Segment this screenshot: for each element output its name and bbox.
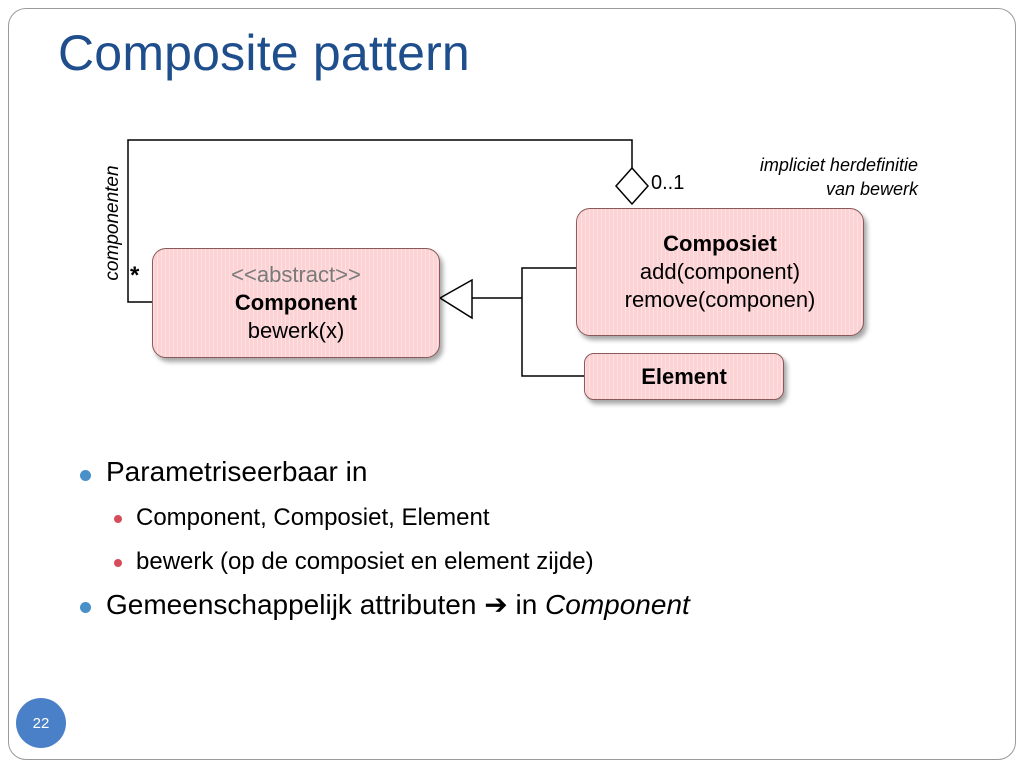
component-stereotype: <<abstract>>: [231, 262, 361, 287]
composiet-class-name: Composiet: [663, 231, 777, 256]
slide-frame: [8, 8, 1016, 760]
redefinition-note-line2: van bewerk: [825, 179, 918, 199]
composiet-class-box: Composiet add(component) remove(componen…: [576, 208, 864, 336]
generalization-composiet-line: [521, 267, 584, 377]
element-class-name: Element: [641, 363, 727, 389]
redefinition-note: impliciet herdefinitie van bewerk: [680, 153, 918, 201]
bullet-gemeenschappelijk-mid: in: [507, 589, 546, 620]
composiet-operation-add: add(component): [639, 259, 801, 284]
sub-bullet-classes: Component, Composiet, Element: [80, 496, 690, 540]
bullet-gemeenschappelijk-prefix: Gemeenschappelijk attributen: [106, 589, 485, 620]
redefinition-note-line1: impliciet herdefinitie: [759, 155, 918, 175]
slide-title: Composite pattern: [58, 25, 470, 81]
aggregation-diamond: [614, 166, 650, 206]
component-operation: bewerk(x): [247, 318, 345, 343]
aggregation-line: [127, 139, 633, 303]
multiplicity-optional-label: 0..1: [651, 172, 685, 194]
arrow-icon: ➔: [484, 589, 508, 620]
bullet-parametriseerbaar: Parametriseerbaar in: [80, 456, 690, 496]
component-class-box: <<abstract>> Component bewerk(x): [152, 248, 440, 358]
element-class-box: Element: [584, 353, 784, 400]
slide-number-badge: 22: [16, 698, 66, 748]
component-class-name: Component: [234, 290, 358, 315]
bullet-gemeenschappelijk-emphasis: Component: [545, 589, 690, 620]
sub-bullet-bewerk: bewerk (op de composiet en element zijde…: [80, 540, 690, 584]
composiet-operation-remove: remove(componen): [624, 287, 816, 312]
bullet-list: Parametriseerbaar in Component, Composie…: [80, 456, 690, 628]
inheritance-arrowhead: [438, 278, 473, 320]
association-role-label: componenten: [102, 165, 123, 281]
bullet-gemeenschappelijk: Gemeenschappelijk attributen ➔ in Compon…: [80, 588, 690, 628]
multiplicity-many-label: *: [130, 262, 140, 289]
